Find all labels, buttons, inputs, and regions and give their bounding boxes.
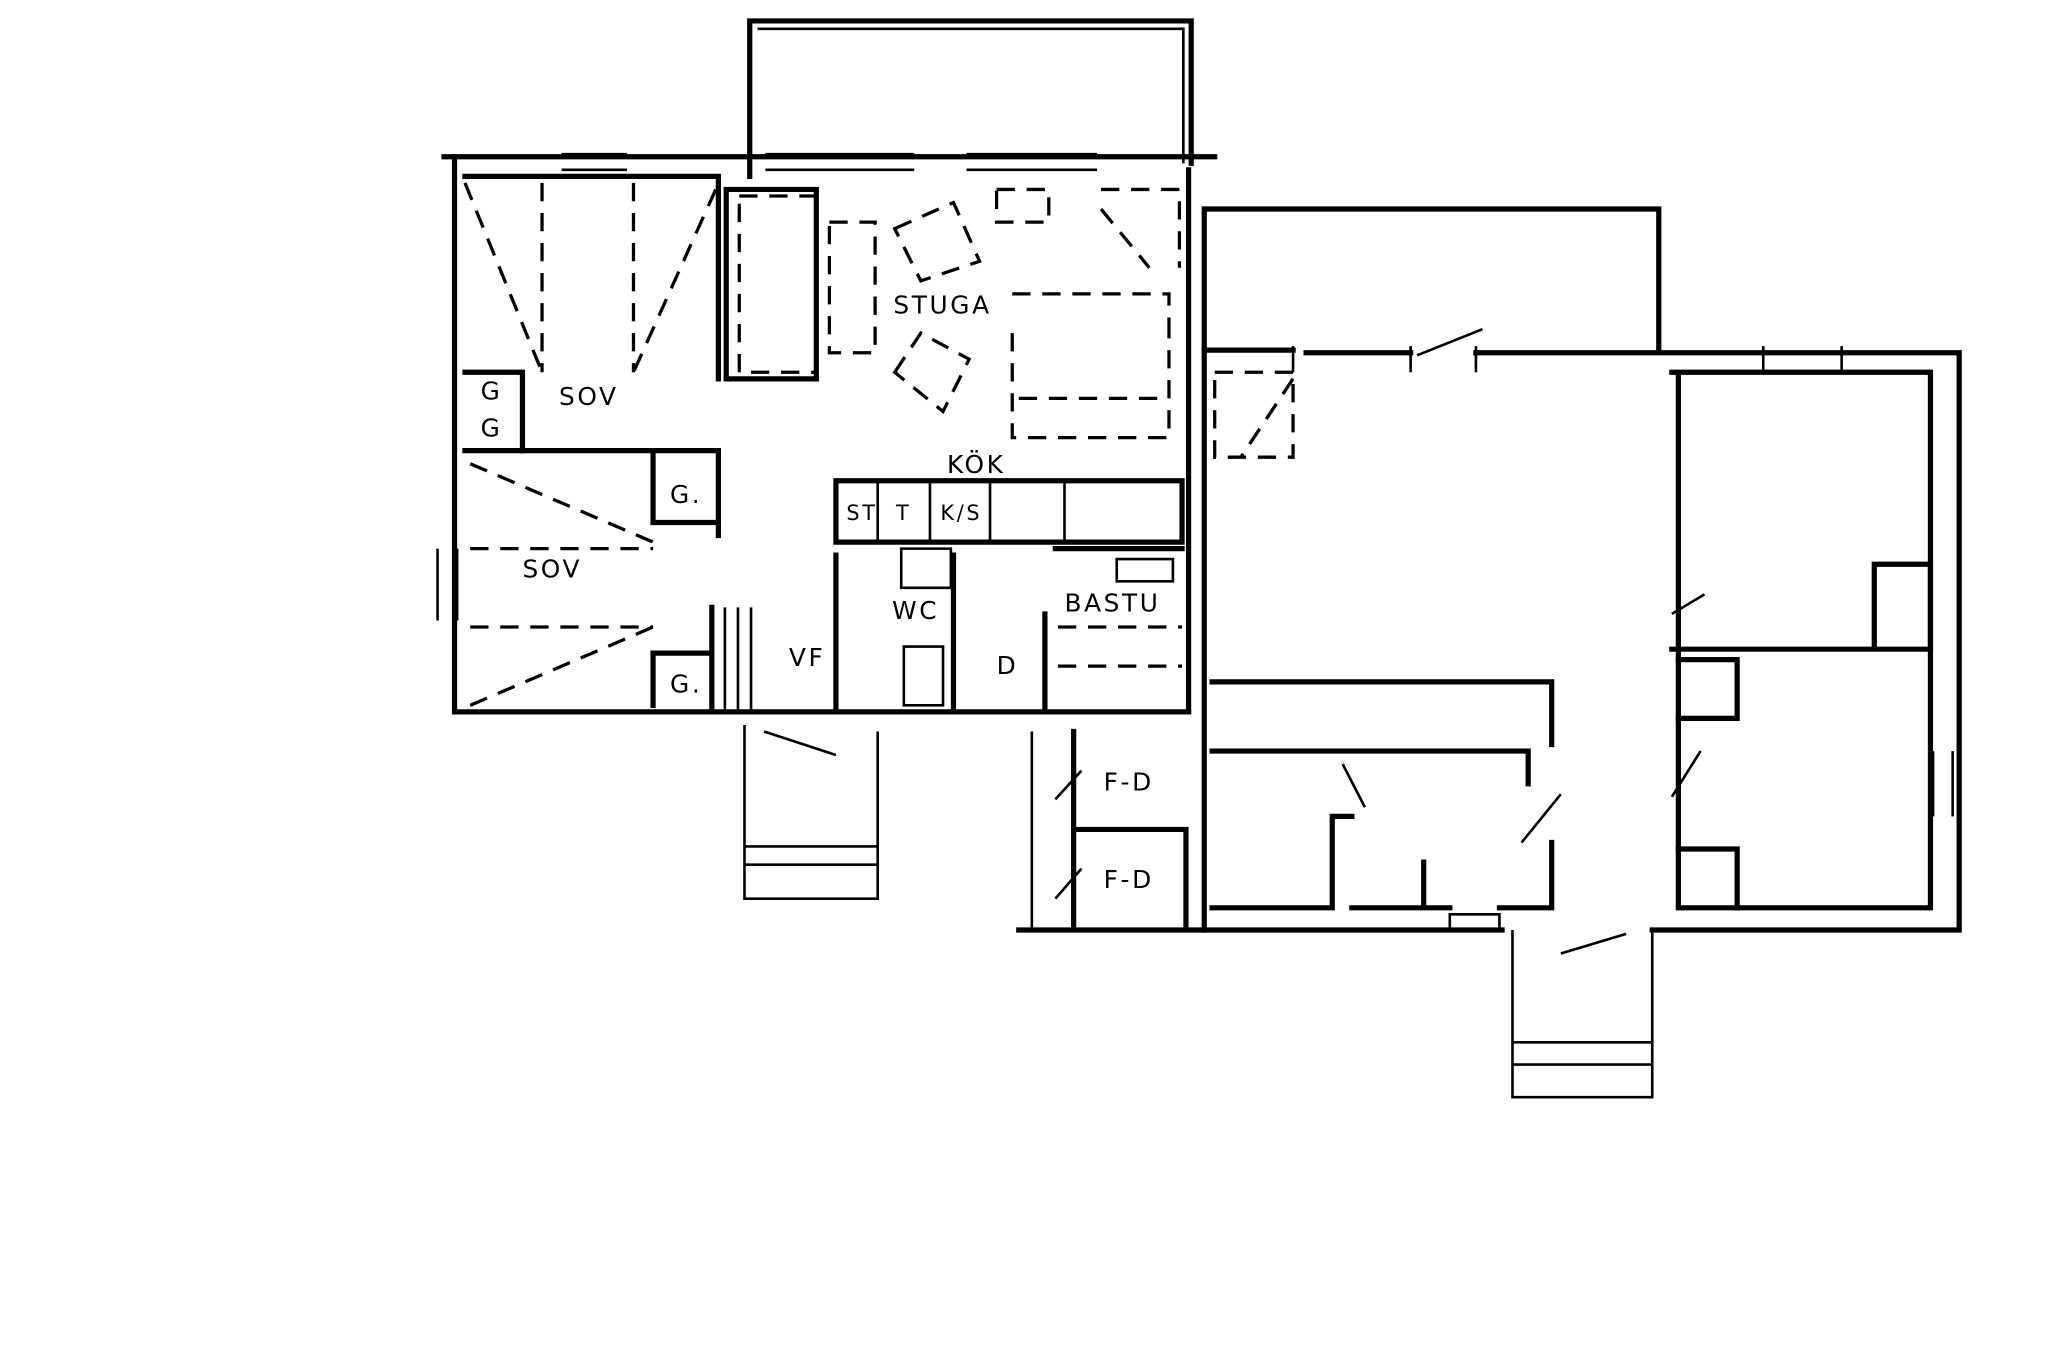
right-entry-steps xyxy=(1511,930,1654,1099)
entry-steps xyxy=(743,724,880,900)
closet-label: G xyxy=(481,377,503,406)
room-label-kok: KÖK xyxy=(947,450,1006,479)
room-label-sov-2: SOV xyxy=(522,554,582,583)
furniture xyxy=(463,182,1295,707)
room-label-vf: VF xyxy=(789,643,825,672)
balcony xyxy=(747,18,1194,179)
room-label-fd-2: F-D xyxy=(1104,865,1154,894)
stove-label: ST xyxy=(846,501,877,525)
room-label-d: D xyxy=(997,651,1019,680)
right-wing-walls xyxy=(1201,206,1962,933)
closet-label: G. xyxy=(670,669,702,698)
left-wing-walls xyxy=(436,152,1218,715)
room-label-sov-1: SOV xyxy=(559,382,619,411)
room-label-stuga: STUGA xyxy=(893,291,991,320)
room-label-fd-1: F-D xyxy=(1104,767,1154,796)
storage-block xyxy=(1016,728,1505,933)
closet-label: G. xyxy=(670,480,702,509)
room-label-wc: WC xyxy=(892,596,939,625)
closet-label: G xyxy=(481,413,503,442)
fridge-label: K/S xyxy=(940,501,982,525)
room-label-bastu: BASTU xyxy=(1064,588,1160,617)
table-label: T xyxy=(895,501,911,525)
